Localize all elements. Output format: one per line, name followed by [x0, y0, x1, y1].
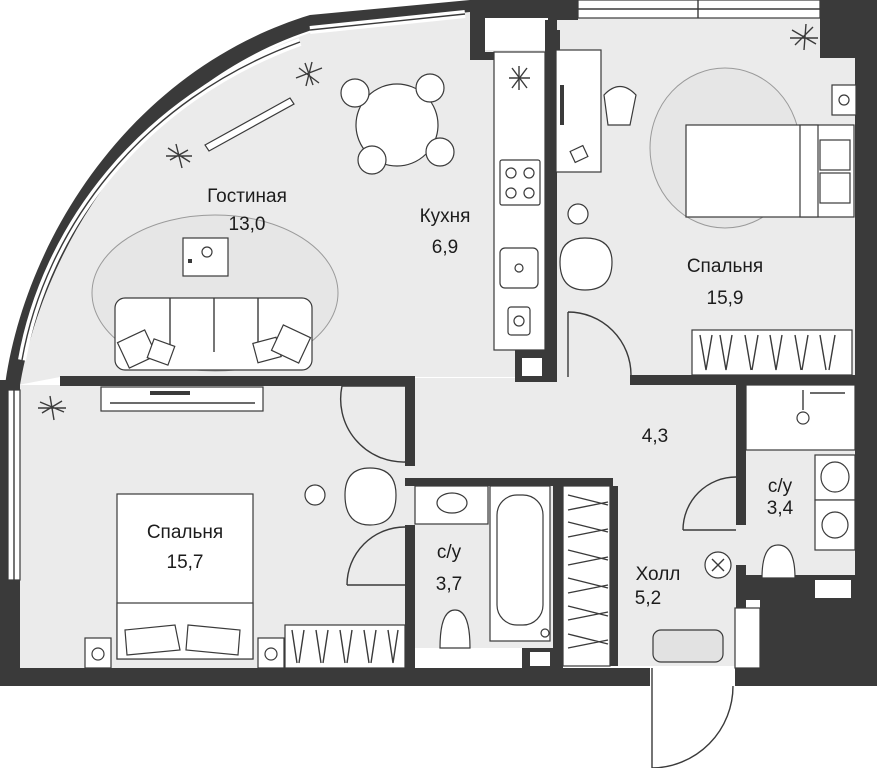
living-room-name: Гостиная [207, 186, 287, 207]
hall-name: Холл [636, 564, 681, 585]
hall-furniture [562, 485, 761, 669]
kitchen-name: Кухня [420, 206, 471, 227]
kitchen-area: 6,9 [432, 237, 458, 258]
plant-icon [166, 143, 192, 169]
plant-icon [790, 23, 818, 51]
plant-icon [295, 61, 323, 87]
bedroom2-furniture [84, 467, 406, 669]
bath1-area: 3,4 [767, 498, 794, 519]
bath1-name: с/у [768, 476, 793, 497]
living-room-area: 13,0 [229, 214, 266, 235]
bath2-area: 3,7 [436, 574, 462, 595]
curved-windows [18, 10, 466, 361]
kitchen-furniture [493, 51, 546, 351]
plant-icon [38, 395, 66, 421]
living-room-furniture [38, 61, 455, 421]
bedroom1-name: Спальня [687, 256, 763, 277]
bedroom2-name: Спальня [147, 522, 223, 543]
bedroom2-area: 15,7 [167, 552, 204, 573]
bath2-fixtures [414, 485, 551, 649]
room-labels: Гостиная 13,0 Кухня 6,9 Спальня 15,9 4,3… [147, 186, 794, 609]
corridor-area: 4,3 [642, 426, 668, 447]
bath1-fixtures [745, 384, 856, 579]
hall-area: 5,2 [635, 588, 661, 609]
bedroom1-furniture [555, 23, 857, 376]
bedroom1-area: 15,9 [707, 288, 744, 309]
doors [339, 311, 737, 768]
bath2-name: с/у [437, 542, 462, 563]
